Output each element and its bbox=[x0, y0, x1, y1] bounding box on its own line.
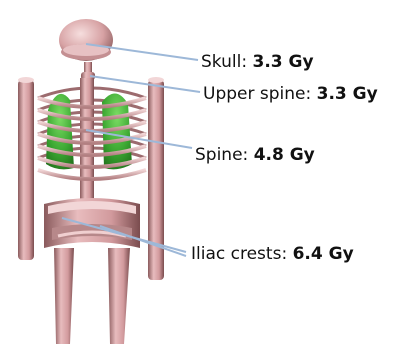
label-spine-value: 4.8 Gy bbox=[254, 145, 315, 165]
label-iliac-crests-value: 6.4 Gy bbox=[293, 244, 354, 264]
skull bbox=[59, 19, 113, 61]
label-skull-value: 3.3 Gy bbox=[252, 52, 313, 72]
label-upper-spine: Upper spine: 3.3 Gy bbox=[203, 86, 378, 103]
legs bbox=[54, 248, 130, 344]
label-upper-spine-value: 3.3 Gy bbox=[317, 84, 378, 104]
label-upper-spine-name: Upper spine bbox=[203, 84, 305, 104]
label-skull-name: Skull bbox=[201, 52, 241, 72]
label-spine-name: Spine bbox=[195, 145, 243, 165]
iliac-crests bbox=[44, 198, 140, 248]
label-iliac-crests-name: Iliac crests bbox=[191, 244, 281, 264]
label-skull: Skull: 3.3 Gy bbox=[201, 54, 314, 71]
label-spine: Spine: 4.8 Gy bbox=[195, 147, 315, 164]
label-iliac-crests: Iliac crests: 6.4 Gy bbox=[191, 246, 354, 263]
